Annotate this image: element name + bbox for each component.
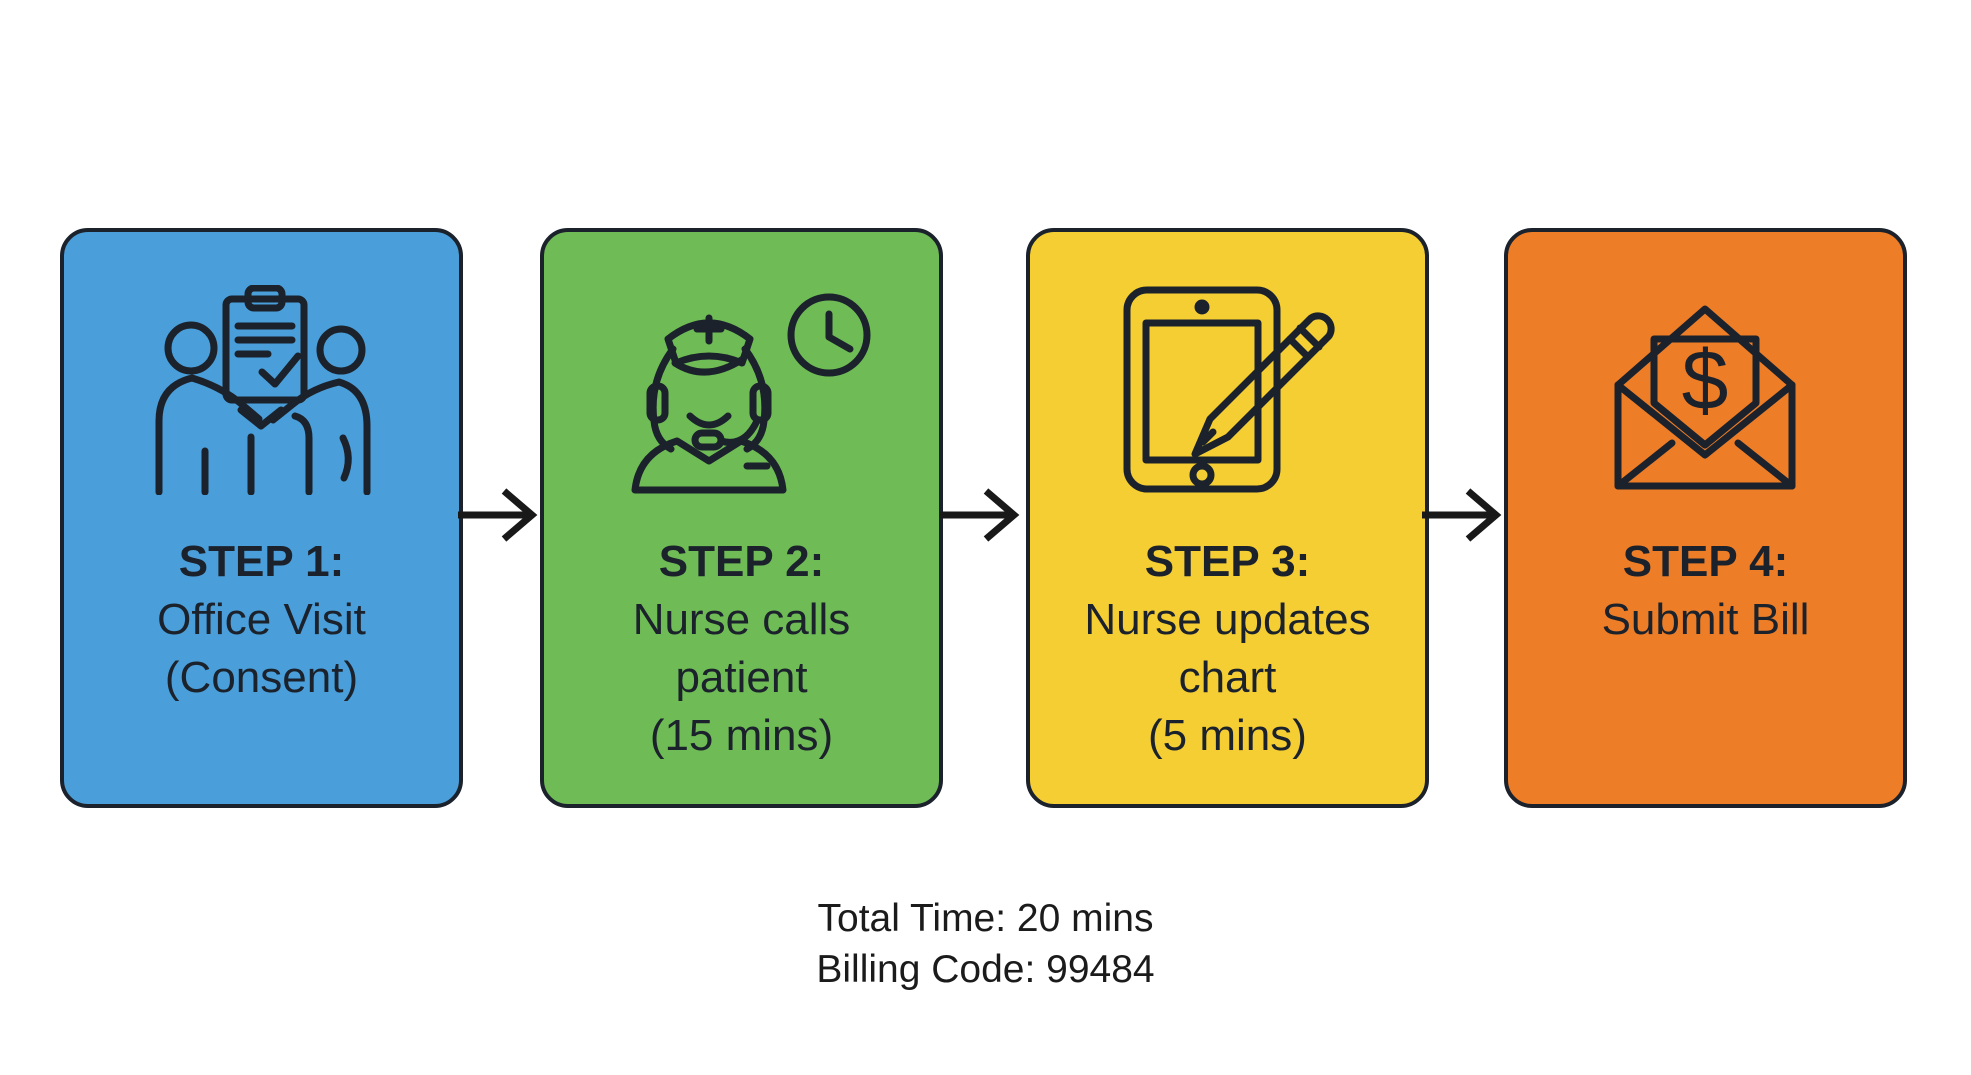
step-card-4: $ STEP 4: Submit Bill xyxy=(1504,228,1907,808)
step-3-line-3: (5 mins) xyxy=(1148,711,1307,760)
step-2-line-2: patient xyxy=(675,653,808,702)
step-3-title: STEP 3: xyxy=(1144,537,1311,586)
nurse-headset-clock-icon-svg xyxy=(631,293,870,493)
envelope-dollar-icon-svg: $ xyxy=(1614,305,1795,489)
arrow-right-icon xyxy=(940,488,1020,542)
step-2-line-3: (15 mins) xyxy=(649,711,834,760)
arrow-right-icon xyxy=(458,488,538,542)
step-2-title: STEP 2: xyxy=(658,537,825,586)
nurse-headset-clock-icon xyxy=(611,282,873,497)
step-1-line-1: Office Visit xyxy=(157,595,366,644)
step-4-title: STEP 4: xyxy=(1622,537,1789,586)
total-time-text: Total Time: 20 mins xyxy=(817,897,1154,940)
step-card-3: STEP 3: Nurse updates chart (5 mins) xyxy=(1026,228,1429,808)
handshake-consent-icon xyxy=(147,282,377,497)
step-1-title: STEP 1: xyxy=(178,537,345,586)
step-card-1: STEP 1: Office Visit (Consent) xyxy=(60,228,463,808)
step-card-2: STEP 2: Nurse calls patient (15 mins) xyxy=(540,228,943,808)
billing-code-text: Billing Code: 99484 xyxy=(816,948,1155,991)
tablet-pencil-icon-svg xyxy=(1123,286,1335,493)
step-4-line-1: Submit Bill xyxy=(1601,595,1810,644)
step-3-line-1: Nurse updates xyxy=(1084,595,1371,644)
tablet-pencil-icon xyxy=(1115,282,1341,497)
dollar-sign-glyph: $ xyxy=(1681,333,1728,427)
step-3-line-2: chart xyxy=(1178,653,1277,702)
envelope-dollar-icon: $ xyxy=(1600,282,1812,497)
clock-icon xyxy=(787,293,870,376)
handshake-consent-icon-svg xyxy=(155,284,370,495)
step-2-line-1: Nurse calls xyxy=(632,595,851,644)
arrow-right-icon xyxy=(1422,488,1502,542)
step-1-line-2: (Consent) xyxy=(164,653,359,702)
summary-footer: Total Time: 20 mins Billing Code: 99484 xyxy=(0,893,1971,995)
